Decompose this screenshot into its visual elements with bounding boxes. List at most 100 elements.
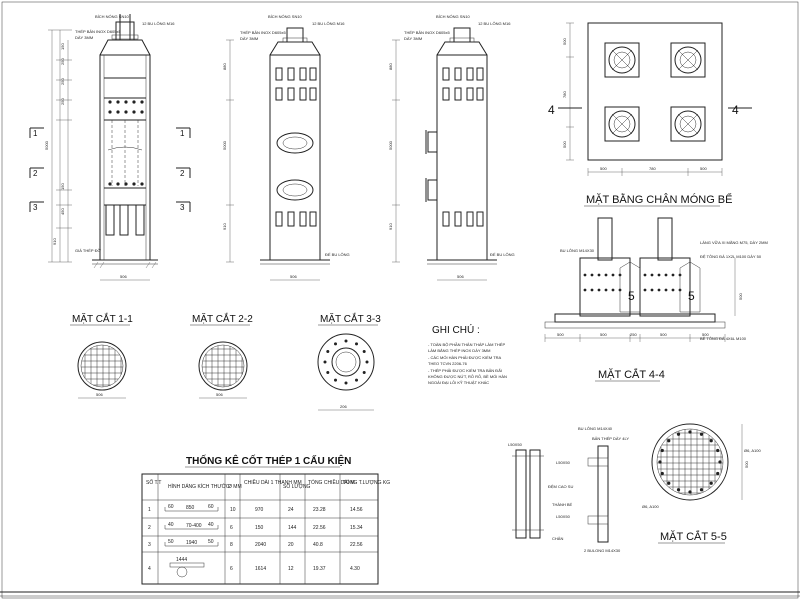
- svg-text:4.30: 4.30: [350, 566, 360, 572]
- svg-text:8: 8: [230, 542, 233, 548]
- svg-text:- THÉP PHẢI ĐƯỢC KIỂM TRA BẢN: - THÉP PHẢI ĐƯỢC KIỂM TRA BẢN ĐÃI: [428, 368, 502, 373]
- elevation-middle: 880 5000 910 506 BÍCH NÓNG SN10 12 BU LÔ…: [222, 14, 350, 281]
- svg-text:250: 250: [60, 98, 65, 105]
- svg-text:150: 150: [60, 183, 65, 190]
- svg-text:2040: 2040: [255, 542, 266, 548]
- section-marker-1-right: 1: [176, 127, 191, 138]
- svg-text:50: 50: [168, 539, 174, 545]
- svg-text:DÀY 3MM: DÀY 3MM: [240, 36, 258, 41]
- svg-text:- CÁC MỐI HÀN PHẢI ĐƯỢC KIỂM T: - CÁC MỐI HÀN PHẢI ĐƯỢC KIỂM TRA: [428, 355, 502, 360]
- rebar-shape: 1444: [169, 557, 205, 578]
- svg-text:780: 780: [649, 166, 656, 171]
- svg-text:500: 500: [744, 461, 749, 468]
- svg-text:3: 3: [148, 542, 151, 548]
- svg-text:6: 6: [230, 525, 233, 531]
- svg-text:70-400: 70-400: [186, 523, 202, 529]
- svg-text:450: 450: [60, 208, 65, 215]
- svg-text:BÊ TÔNG ĐÁ 4X6L M100: BÊ TÔNG ĐÁ 4X6L M100: [700, 336, 747, 341]
- svg-text:19.37: 19.37: [313, 566, 326, 572]
- svg-text:LÀM BẰNG THÉP INOX DÀY 3MM: LÀM BẰNG THÉP INOX DÀY 3MM: [428, 348, 490, 353]
- svg-text:Ø6, A100: Ø6, A100: [642, 504, 659, 509]
- sec44-label-a: 5: [628, 289, 635, 303]
- svg-text:1444: 1444: [176, 557, 187, 563]
- svg-text:5000: 5000: [222, 140, 227, 150]
- foundation-plan-cut-label-left: 4: [548, 103, 555, 117]
- svg-text:12: 12: [288, 566, 294, 572]
- svg-text:506: 506: [290, 274, 297, 279]
- sec44-label-b: 5: [688, 289, 695, 303]
- svg-text:CHIỀU DÀI 1 THANH MM: CHIỀU DÀI 1 THANH MM: [244, 479, 302, 486]
- svg-text:40: 40: [208, 522, 214, 528]
- section-marker-2-right: 2: [176, 167, 191, 178]
- svg-text:500: 500: [562, 141, 567, 148]
- svg-text:DÀY 3MM: DÀY 3MM: [75, 35, 93, 40]
- svg-text:3: 3: [180, 203, 185, 212]
- svg-text:KHÔNG ĐƯỢC NỨT, RỖ RỖ, BỀ MỐI: KHÔNG ĐƯỢC NỨT, RỖ RỖ, BỀ MỐI HÀN: [428, 374, 507, 379]
- foundation-plan-outline: [587, 22, 723, 161]
- svg-text:60: 60: [168, 504, 174, 510]
- svg-text:L50X50: L50X50: [556, 460, 571, 465]
- svg-text:ĐỆ TÔNG ĐÁ 1X2L M100 DÀY 50: ĐỆ TÔNG ĐÁ 1X2L M100 DÀY 50: [700, 254, 762, 259]
- svg-text:BÍCH NÓNG SN10: BÍCH NÓNG SN10: [436, 14, 471, 19]
- svg-text:500: 500: [702, 332, 709, 337]
- svg-text:THÀNH BỂ: THÀNH BỂ: [552, 502, 573, 507]
- svg-text:23.28: 23.28: [313, 507, 326, 513]
- svg-text:SỐ T.T: SỐ T.T: [146, 479, 161, 486]
- svg-text:1: 1: [148, 507, 151, 513]
- svg-text:THÉP BẢN INOX D605x5: THÉP BẢN INOX D605x5: [75, 29, 121, 34]
- svg-text:1940: 1940: [186, 540, 197, 546]
- svg-text:40.8: 40.8: [313, 542, 323, 548]
- foundation-plan: 500 780 500 500 780 500 4 4 MẶT BẰNG CHÂ…: [548, 22, 752, 207]
- svg-text:500: 500: [738, 293, 743, 300]
- svg-text:500: 500: [562, 38, 567, 45]
- notes-title: GHI CHÚ :: [432, 323, 480, 336]
- svg-text:40: 40: [168, 522, 174, 528]
- svg-text:TỔNG CHIỀU DÀI M: TỔNG CHIỀU DÀI M: [308, 479, 355, 486]
- svg-text:22.56: 22.56: [313, 525, 326, 531]
- svg-text:506: 506: [216, 392, 223, 397]
- svg-text:5000: 5000: [388, 140, 393, 150]
- foundation-pad: [604, 42, 640, 78]
- section-marker-2: 2: [29, 167, 44, 178]
- svg-text:BU LÔNG M14X40: BU LÔNG M14X40: [578, 426, 613, 431]
- svg-text:910: 910: [222, 223, 227, 230]
- svg-text:2: 2: [180, 169, 185, 178]
- elev-left-bottom-dim: 506: [120, 274, 127, 279]
- foundation-plan-cut-label-right: 4: [732, 103, 739, 117]
- svg-text:20: 20: [288, 542, 294, 548]
- svg-text:250: 250: [60, 58, 65, 65]
- foundation-pad: [670, 106, 706, 142]
- svg-text:250: 250: [630, 332, 637, 337]
- svg-text:Ø MM: Ø MM: [228, 484, 242, 490]
- svg-text:BÍCH NÓNG SN10: BÍCH NÓNG SN10: [268, 14, 303, 19]
- svg-text:150: 150: [255, 525, 264, 531]
- svg-text:TỔNG T.LƯỢNG KG: TỔNG T.LƯỢNG KG: [343, 479, 390, 486]
- section-2-2: MẶT CẮT 2-2 506: [190, 312, 253, 399]
- svg-text:60: 60: [208, 504, 214, 510]
- section-4-4-title: MẶT CẮT 4-4: [598, 368, 665, 381]
- svg-text:500: 500: [600, 332, 607, 337]
- svg-text:10: 10: [230, 507, 236, 513]
- section-marker-3-right: 3: [176, 201, 191, 212]
- svg-text:910: 910: [388, 223, 393, 230]
- svg-text:SỐ LƯỢNG: SỐ LƯỢNG: [283, 483, 311, 490]
- svg-text:12 BU LÔNG M16: 12 BU LÔNG M16: [142, 21, 175, 26]
- svg-text:15.34: 15.34: [350, 525, 363, 531]
- svg-text:500: 500: [557, 332, 564, 337]
- rebar-table-title: THỐNG KÊ CỐT THÉP 1 CẤU KIỆN: [186, 453, 351, 467]
- svg-text:ĐỆM CAO SU: ĐỆM CAO SU: [548, 484, 573, 489]
- svg-text:780: 780: [562, 91, 567, 98]
- rebar-table: THỐNG KÊ CỐT THÉP 1 CẤU KIỆN SỐ T.T HÌNH…: [141, 453, 390, 585]
- elevation-right: 880 5000 910 506 BÍCH NÓNG SN10 12 BU LÔ…: [388, 14, 515, 281]
- svg-text:L50X50: L50X50: [556, 514, 571, 519]
- svg-text:THÉP BẢN INOX D605x5: THÉP BẢN INOX D605x5: [240, 30, 286, 35]
- svg-text:1614: 1614: [255, 566, 266, 572]
- svg-text:THEO TCVN 2206-76: THEO TCVN 2206-76: [428, 361, 468, 366]
- section-1-1-title: MẶT CẮT 1-1: [72, 312, 133, 325]
- elev-left-dim-total: 5000: [44, 140, 49, 150]
